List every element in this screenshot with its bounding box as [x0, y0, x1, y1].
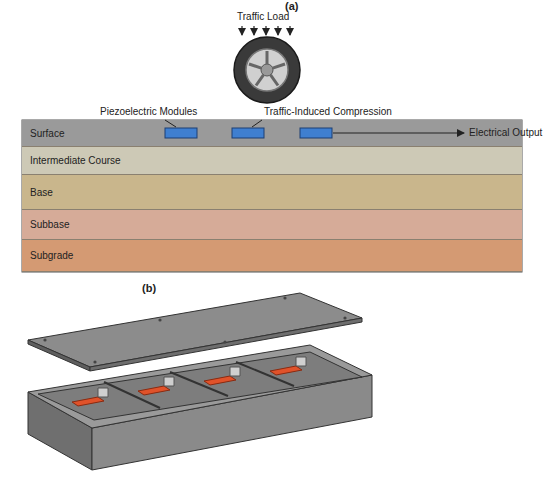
annotation: Traffic Load — [237, 11, 289, 23]
layer-name: Subbase — [22, 219, 522, 230]
pavement-layer: Subgrade — [22, 240, 522, 272]
layer-name: Base — [22, 187, 522, 198]
layer-name: Subgrade — [22, 250, 522, 261]
pavement-outline — [22, 120, 522, 272]
pavement-layer: Intermediate Course — [22, 147, 522, 175]
annotation: Traffic-Induced Compression — [264, 106, 392, 118]
pavement-layer: Surface — [22, 120, 522, 147]
piezo-housing — [28, 293, 372, 470]
annotation: Piezoelectric Modules — [100, 106, 197, 118]
layer-name: Intermediate Course — [22, 155, 522, 166]
panel-label: (b) — [142, 282, 156, 295]
load-arrows — [242, 26, 290, 35]
layer-name: Surface — [22, 128, 522, 139]
annotation: Electrical Output — [469, 127, 542, 139]
pavement-layer: Base — [22, 175, 522, 210]
pavement-layer: Subbase — [22, 210, 522, 240]
wheel — [234, 37, 300, 103]
